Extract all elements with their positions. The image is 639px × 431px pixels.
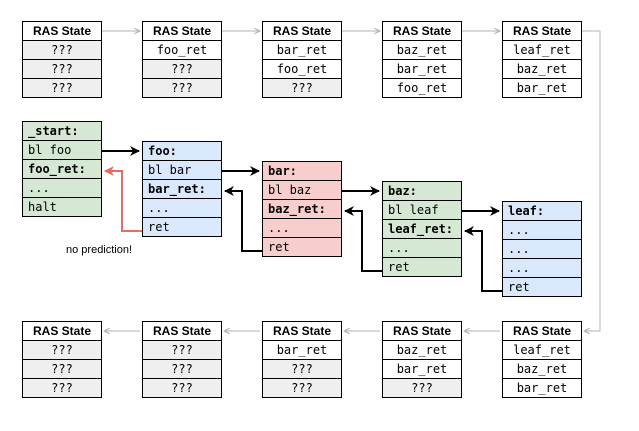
function-label: leaf: [502,201,582,221]
ras-state-top-5: RAS State leaf_ret baz_ret bar_ret [502,21,582,98]
ras-slot: bar_ret [502,78,582,98]
instruction: ... [382,238,462,258]
ras-slot: leaf_ret [502,340,582,360]
ras-header: RAS State [22,21,102,41]
ras-slot: ??? [142,78,222,98]
ras-slot: ??? [22,340,102,360]
ras-slot: ??? [22,78,102,98]
ras-slot: baz_ret [502,359,582,379]
ras-slot: ??? [22,59,102,79]
ras-header: RAS State [382,321,462,341]
ras-slot: ??? [22,378,102,398]
ras-slot: ??? [142,378,222,398]
ras-slot: ??? [142,59,222,79]
instruction: bl leaf [382,200,462,220]
ras-header: RAS State [262,21,342,41]
function-label: bar: [262,161,342,181]
ras-slot: ??? [22,359,102,379]
ras-header: RAS State [142,321,222,341]
ras-wrap-arrow [582,30,601,331]
function-baz: baz: bl leaf leaf_ret: ... ret [382,181,462,277]
no-prediction-note: no prediction! [66,244,133,256]
ras-slot: ??? [262,378,342,398]
ras-slot: bar_ret [262,40,342,60]
ras-state-top-3: RAS State bar_ret foo_ret ??? [262,21,342,98]
return-arrow [344,206,382,272]
ras-header: RAS State [382,21,462,41]
return-arrow [224,186,262,252]
instruction: bl foo [22,140,102,160]
ras-slot: foo_ret [142,40,222,60]
ras-header: RAS State [502,21,582,41]
function-start: _start: bl foo foo_ret: ... halt [22,121,102,217]
ras-header: RAS State [142,21,222,41]
ras-slot: ??? [142,359,222,379]
ras-state-top-2: RAS State foo_ret ??? ??? [142,21,222,98]
mispredict-return-arrow [104,166,142,232]
return-label: bar_ret: [142,179,222,199]
instruction: ... [502,239,582,259]
ras-slot: baz_ret [382,40,462,60]
instruction: ret [382,257,462,277]
ras-slot: foo_ret [382,78,462,98]
instruction: ret [142,217,222,237]
return-label: foo_ret: [22,159,102,179]
ras-state-top-1: RAS State ??? ??? ??? [22,21,102,98]
function-leaf: leaf: ... ... ... ret [502,201,582,297]
ras-slot: leaf_ret [502,40,582,60]
instruction: ... [502,258,582,278]
function-label: _start: [22,121,102,141]
ras-slot: ??? [262,78,342,98]
ras-slot: foo_ret [262,59,342,79]
instruction: ret [262,237,342,257]
instruction: ret [502,277,582,297]
return-label: baz_ret: [262,199,342,219]
ras-slot: baz_ret [382,340,462,360]
ras-slot: bar_ret [262,340,342,360]
ras-slot: ??? [22,40,102,60]
ras-state-bottom-5: RAS State leaf_ret baz_ret bar_ret [502,321,582,398]
function-label: baz: [382,181,462,201]
ras-slot: bar_ret [502,378,582,398]
instruction: ... [142,198,222,218]
ras-slot: baz_ret [502,59,582,79]
instruction: bl bar [142,160,222,180]
ras-slot: ??? [382,378,462,398]
instruction: ... [262,218,342,238]
ras-state-top-4: RAS State baz_ret bar_ret foo_ret [382,21,462,98]
instruction: ... [22,178,102,198]
ras-slot: ??? [262,359,342,379]
ras-slot: ??? [142,340,222,360]
function-foo: foo: bl bar bar_ret: ... ret [142,141,222,237]
instruction: bl baz [262,180,342,200]
ras-header: RAS State [502,321,582,341]
function-label: foo: [142,141,222,161]
instruction: halt [22,197,102,217]
return-label: leaf_ret: [382,219,462,239]
ras-slot: bar_ret [382,359,462,379]
ras-state-bottom-4: RAS State baz_ret bar_ret ??? [382,321,462,398]
instruction: ... [502,220,582,240]
ras-state-bottom-2: RAS State ??? ??? ??? [142,321,222,398]
ras-slot: bar_ret [382,59,462,79]
function-bar: bar: bl baz baz_ret: ... ret [262,161,342,257]
ras-state-bottom-3: RAS State bar_ret ??? ??? [262,321,342,398]
ras-state-bottom-1: RAS State ??? ??? ??? [22,321,102,398]
return-arrow [464,226,502,292]
ras-header: RAS State [22,321,102,341]
ras-header: RAS State [262,321,342,341]
